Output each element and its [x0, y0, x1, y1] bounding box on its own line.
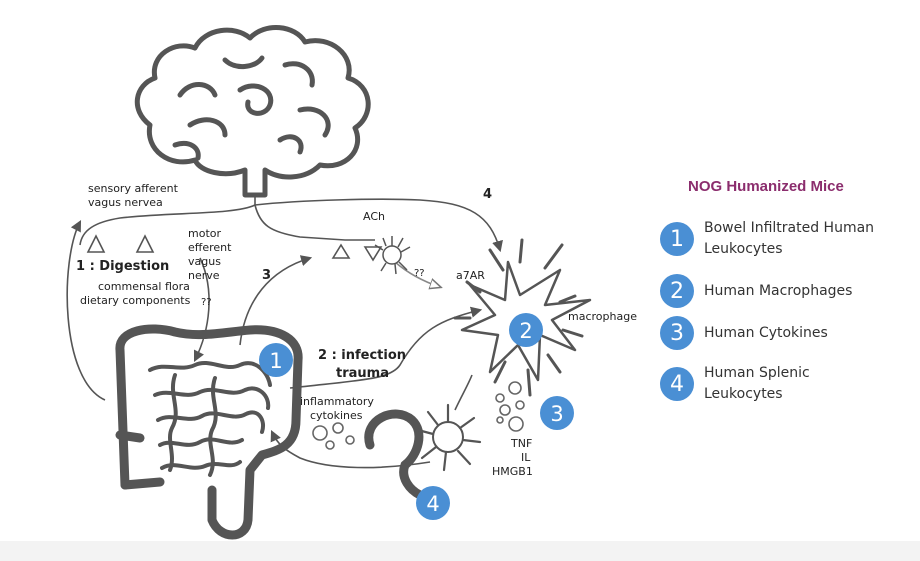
label-macrophage: macrophage [568, 310, 637, 323]
label-inflammatory-1: inflammatory [300, 395, 374, 408]
label-motor-3: vagus [188, 255, 221, 268]
label-hmgb1: HMGB1 [492, 465, 533, 478]
label-sensory-1: sensory afferent [88, 182, 179, 195]
legend-item-3: 3 Human Cytokines [660, 316, 915, 350]
legend-item-1-line2: Leukocytes [704, 241, 783, 257]
diagram-labels: sensory afferent vagus nervea 1 : Digest… [76, 182, 637, 478]
label-infection-1: 2 : infection [318, 348, 406, 363]
label-motor-2: efferent [188, 241, 232, 254]
legend-title: NOG Humanized Mice [688, 178, 844, 195]
spleen-icon [364, 409, 425, 500]
legend-item-4-line1: Human Splenic [704, 365, 810, 381]
footer-band [0, 541, 920, 561]
label-qq-right: ?? [414, 268, 425, 279]
label-commensal-1: commensal flora [98, 280, 190, 293]
label-motor-1: motor [188, 227, 221, 240]
label-motor-4: nerve [188, 269, 220, 282]
badge-3: 3 [540, 396, 574, 430]
svg-text:4: 4 [426, 492, 439, 516]
legend-item-2: 2 Human Macrophages [660, 274, 915, 308]
legend-badge-1: 1 [660, 222, 694, 256]
legend-badge-4: 4 [660, 367, 694, 401]
legend-item-2-text: Human Macrophages [704, 282, 853, 299]
legend-badge-3: 3 [660, 316, 694, 350]
legend-item-1: 1 Bowel Infiltrated Human Leukocytes [660, 218, 915, 260]
label-commensal-2: dietary components [80, 294, 191, 307]
label-qq-left: ?? [201, 297, 212, 308]
intestine-icon [115, 324, 303, 540]
legend-item-4: 4 Human Splenic Leukocytes [660, 363, 915, 405]
splenic-leukocyte-icon [416, 403, 482, 472]
cytokine-bubbles-right [495, 381, 525, 432]
legend-item-3-text: Human Cytokines [704, 324, 828, 341]
label-inflammatory-2: cytokines [310, 409, 363, 422]
synapse-triangles [86, 234, 383, 262]
badge-1: 1 [259, 343, 293, 377]
label-ach: ACh [363, 210, 385, 223]
legend-badge-2: 2 [660, 274, 694, 308]
label-tnf: TNF [510, 437, 532, 450]
svg-text:1: 1 [269, 349, 282, 373]
small-intestine-icon [148, 361, 272, 477]
label-infection-2: trauma [336, 366, 389, 381]
label-num-3: 3 [262, 268, 271, 283]
legend-item-4-line2: Leukocytes [704, 386, 783, 402]
label-num-4: 4 [483, 187, 492, 202]
legend-item-1-line1: Bowel Infiltrated Human [704, 220, 875, 236]
svg-text:2: 2 [519, 319, 532, 343]
label-sensory-2: vagus nervea [88, 196, 163, 209]
label-digestion: 1 : Digestion [76, 259, 169, 274]
label-il: IL [521, 451, 531, 464]
svg-text:3: 3 [550, 402, 563, 426]
label-a7ar: a7AR [456, 269, 485, 282]
brain-icon [134, 24, 371, 198]
badge-2: 2 [509, 313, 543, 347]
nerve-end-cell-icon [374, 236, 411, 275]
badge-4: 4 [416, 486, 450, 520]
cytokine-bubbles-left [312, 422, 355, 450]
